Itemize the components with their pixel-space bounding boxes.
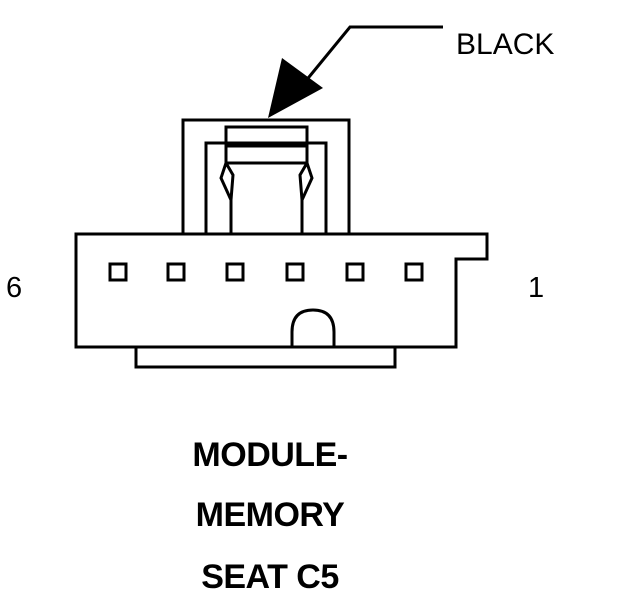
connector-key	[290, 308, 336, 347]
connector-title-line-1: MODULE-	[192, 436, 348, 474]
pin-number-right: 1	[528, 272, 545, 304]
pin-cavity	[404, 262, 424, 282]
latch-hook-right	[298, 162, 314, 206]
connector-upper-housing	[181, 118, 351, 234]
pin-cavity	[225, 262, 245, 282]
connector-base-tab	[134, 347, 397, 369]
arrow-head	[268, 58, 323, 118]
leader-line	[298, 25, 443, 89]
pin-cavity	[345, 262, 365, 282]
pin-cavity	[108, 262, 128, 282]
connector-title-line-3: SEAT C5	[201, 558, 339, 596]
pin-cavity	[166, 262, 186, 282]
pin-number-left: 6	[6, 272, 23, 304]
connector-body	[74, 232, 489, 349]
pin-cavity	[285, 262, 305, 282]
wire-color-label: BLACK	[456, 28, 555, 61]
connector-title-line-2: MEMORY	[195, 496, 345, 534]
latch-hook-left	[219, 162, 235, 206]
